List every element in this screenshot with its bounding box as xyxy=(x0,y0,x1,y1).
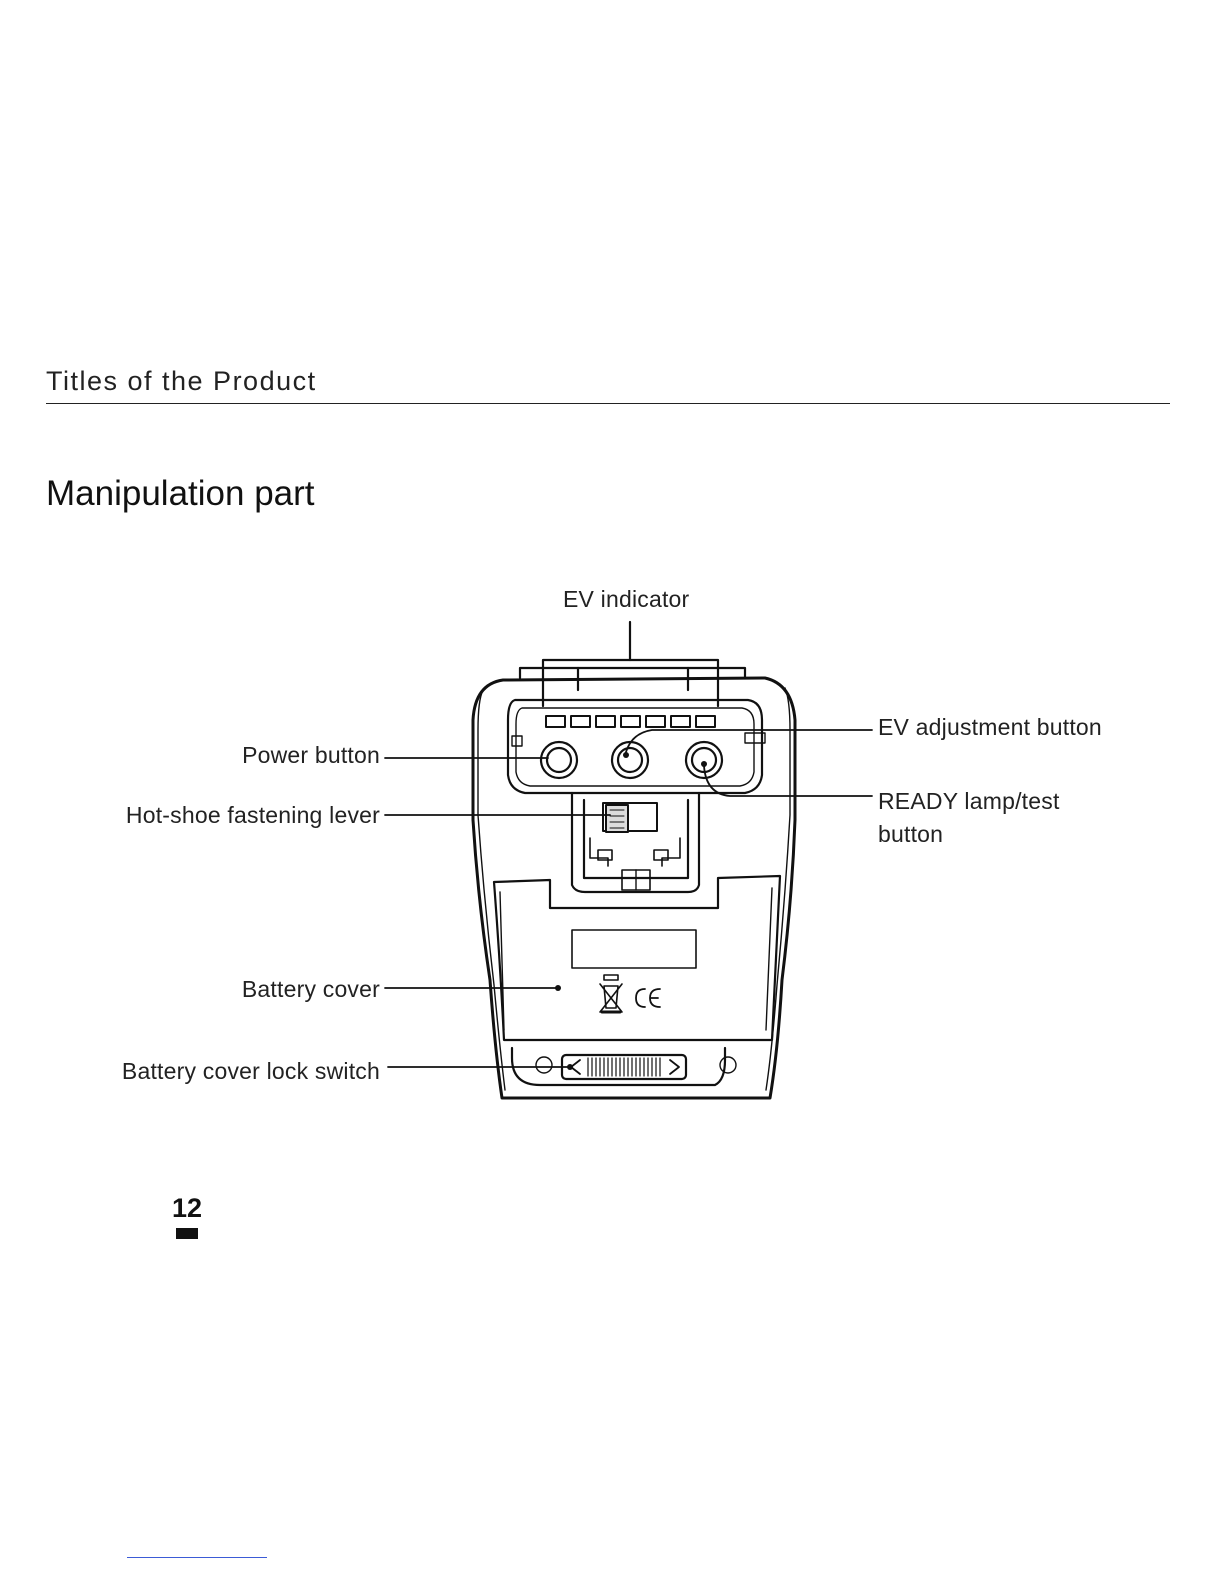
label-hotshoe-lever: Hot-shoe fastening lever xyxy=(60,802,380,829)
hotshoe-housing xyxy=(572,793,699,892)
label-power-button: Power button xyxy=(150,742,380,769)
page-number: 12 xyxy=(172,1193,202,1224)
label-ev-indicator: EV indicator xyxy=(563,586,689,613)
battery-cover-shape xyxy=(494,876,780,1040)
battery-lock-switch-shape xyxy=(562,1055,686,1079)
ev-indicator-leds xyxy=(546,716,715,727)
label-ready-lamp: READY lamp/test button xyxy=(878,785,1118,851)
disposal-mark xyxy=(600,975,622,1012)
label-ev-adjustment-button: EV adjustment button xyxy=(878,714,1102,741)
hotshoe-lever-shape xyxy=(606,805,628,832)
page-marker xyxy=(176,1228,198,1239)
ce-mark xyxy=(636,989,660,1007)
ev-indicator-bracket xyxy=(543,622,718,706)
page-title: Manipulation part xyxy=(46,474,315,514)
label-battery-lock-switch: Battery cover lock switch xyxy=(60,1058,380,1085)
ready-lamp-button-shape xyxy=(686,742,722,778)
footer-rule xyxy=(127,1557,267,1558)
label-battery-cover: Battery cover xyxy=(150,976,380,1003)
power-button-shape xyxy=(541,742,577,778)
control-panel xyxy=(508,700,762,793)
leader-lines xyxy=(385,730,872,1067)
section-header: Titles of the Product xyxy=(46,366,317,397)
ev-adjustment-button-shape xyxy=(612,742,648,778)
header-rule xyxy=(46,403,1170,404)
flash-body-outline xyxy=(473,678,795,1098)
